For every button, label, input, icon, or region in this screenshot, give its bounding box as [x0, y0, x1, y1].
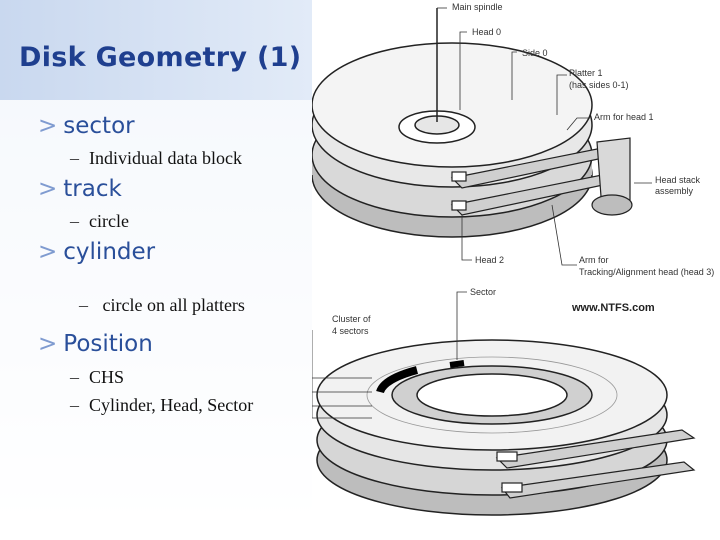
label-head-stack: Head stack	[655, 175, 701, 185]
head-arms-top	[450, 137, 633, 216]
sub-bullet: –Cylinder, Head, Sector	[70, 395, 254, 415]
bullet-marker: >	[38, 176, 58, 202]
sub-bullet: –Individual data block	[70, 148, 242, 168]
disk-diagram: Main spindle Head 0 Side 0 Platter 1 (ha…	[312, 0, 720, 520]
label-sector: Sector	[470, 287, 496, 297]
bullet-sector: >sector	[38, 113, 135, 139]
label-head-stack-2: assembly	[655, 186, 694, 196]
label-cluster: Cluster of	[332, 314, 371, 324]
bullet-cylinder: >cylinder	[38, 239, 156, 265]
bullet-track: >track	[38, 176, 122, 202]
head-arms-bottom	[495, 429, 696, 499]
label-arm-for: Arm for	[579, 255, 609, 265]
platter-stack-top	[312, 42, 593, 238]
sub-bullet: – circle on all platters	[79, 295, 245, 315]
label-arm-tracking: Tracking/Alignment head (head 3)	[579, 267, 714, 277]
label-cluster-2: 4 sectors	[332, 326, 369, 336]
label-side0: Side 0	[522, 48, 548, 58]
leader-lines-top	[437, 7, 652, 266]
bullet-marker: >	[38, 239, 58, 265]
platter-stack-bottom	[316, 339, 668, 516]
sub-bullet: –circle	[70, 211, 129, 231]
slide-title: Disk Geometry (1)	[19, 42, 302, 73]
sector-mark	[449, 360, 465, 368]
label-platter1: Platter 1	[569, 68, 603, 78]
label-head2: Head 2	[475, 255, 504, 265]
label-main-spindle: Main spindle	[452, 2, 503, 12]
bullet-marker: >	[38, 331, 58, 357]
label-head0: Head 0	[472, 27, 501, 37]
sub-bullet: –CHS	[70, 367, 125, 387]
leader-lines-bottom	[312, 291, 467, 419]
label-arm-head1: Arm for head 1	[594, 112, 654, 122]
label-platter1-sub: (has sides 0-1)	[569, 80, 629, 90]
bullet-marker: >	[38, 113, 58, 139]
cluster-arc	[376, 366, 419, 394]
watermark-url: www.NTFS.com	[571, 302, 655, 314]
bullet-position: >Position	[38, 331, 153, 357]
